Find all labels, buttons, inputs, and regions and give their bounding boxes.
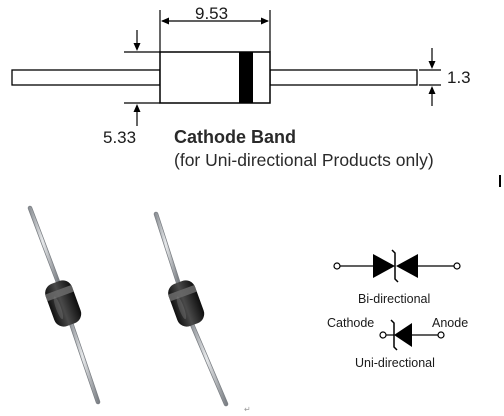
unidirectional-symbol	[379, 319, 445, 351]
diode-photo-right	[153, 211, 229, 407]
body-length-value: 9.53	[195, 4, 228, 23]
diode-photo-left	[27, 205, 101, 405]
photo-marker: ↵	[244, 405, 251, 414]
bidirectional-label: Bi-directional	[358, 292, 430, 306]
body-diameter-value: 5.33	[103, 128, 136, 147]
outline-drawing: 9.53 5.33 1.3 Cathode Band (for Uni-dire…	[11, 4, 501, 187]
diode-body-outline	[159, 51, 271, 104]
cathode-band	[239, 52, 253, 103]
unidirectional-label: Uni-directional	[355, 356, 435, 370]
cathode-label: Cathode	[327, 316, 374, 330]
edge-tick-mark	[499, 175, 501, 187]
lead-diameter-dimension: 1.3	[419, 48, 471, 106]
right-lead	[269, 69, 418, 86]
bidirectional-symbol	[333, 249, 461, 283]
left-lead	[11, 69, 161, 86]
cathode-band-note: (for Uni-directional Products only)	[174, 150, 434, 170]
body-diameter-dimension: 5.33	[103, 30, 160, 147]
anode-label: Anode	[432, 316, 468, 330]
cathode-band-title: Cathode Band	[174, 127, 296, 147]
lead-diameter-value: 1.3	[447, 68, 471, 87]
body-length-dimension: 9.53	[159, 4, 271, 52]
